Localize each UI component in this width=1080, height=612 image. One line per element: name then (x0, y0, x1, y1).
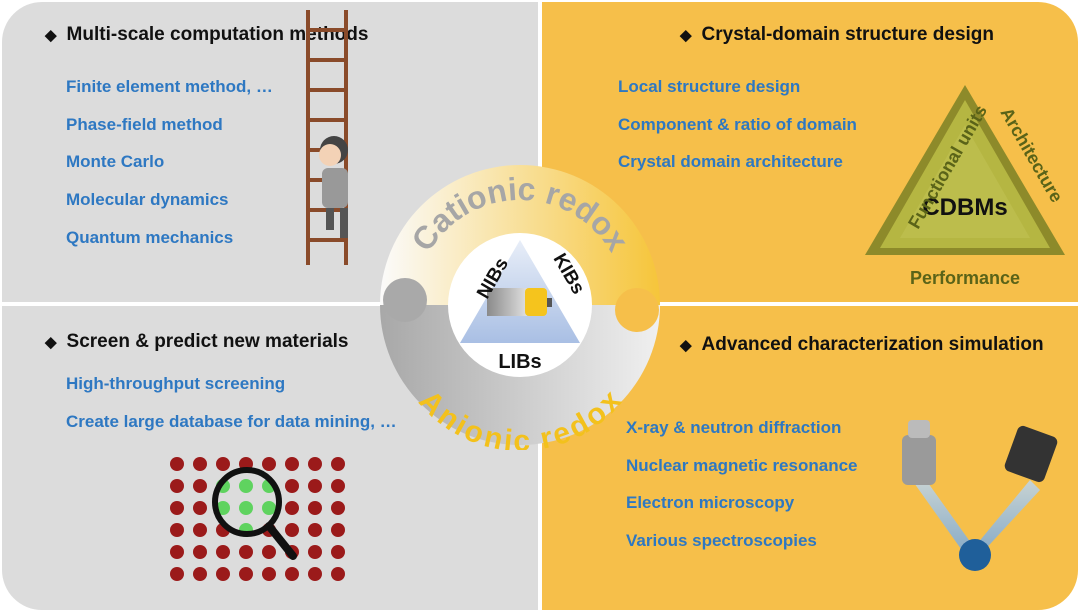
magnifier-lens (212, 467, 282, 537)
triangle-center-label: CDBMs (922, 194, 1007, 221)
material-dot (285, 567, 299, 581)
magnifier-handle (265, 522, 297, 560)
list-item: Phase-field method (66, 115, 223, 134)
material-dot (262, 501, 276, 515)
material-dot (331, 523, 345, 537)
material-dot (285, 457, 299, 471)
bullet-icon: ◆ (45, 27, 57, 44)
material-dot (285, 479, 299, 493)
list-item: Nuclear magnetic resonance (626, 456, 858, 475)
material-dot (170, 523, 184, 537)
list-item: Various spectroscopies (626, 531, 817, 550)
material-dot (170, 457, 184, 471)
material-dot (308, 479, 322, 493)
material-dot (331, 501, 345, 515)
heading-characterization: ◆ Advanced characterization simulation (680, 334, 1044, 356)
material-dot (216, 457, 230, 471)
list-item: Electron microscopy (626, 493, 795, 512)
material-dot (170, 567, 184, 581)
material-dot (308, 457, 322, 471)
material-dot (239, 567, 253, 581)
heading-text: Screen & predict new materials (66, 331, 349, 352)
material-dot (193, 501, 207, 515)
characterization-instrument-icon (902, 420, 1058, 571)
material-dot (216, 545, 230, 559)
list-item: Create large database for data mining, … (66, 412, 397, 431)
list-item: Local structure design (618, 77, 801, 96)
list-item: X-ray & neutron diffraction (626, 418, 842, 437)
cdbms-triangle: CDBMs Functional units Architecture Perf… (865, 85, 1067, 288)
material-dot (331, 479, 345, 493)
list-item: High-throughput screening (66, 374, 286, 393)
material-dot (216, 567, 230, 581)
list-item: Monte Carlo (66, 152, 165, 171)
heading-multiscale: ◆ Multi-scale computation methods (45, 24, 368, 46)
triangle-bottom-label: Performance (910, 268, 1020, 288)
material-dot (331, 457, 345, 471)
material-dot (239, 545, 253, 559)
material-dot (193, 545, 207, 559)
material-dot (331, 545, 345, 559)
material-dot (308, 501, 322, 515)
bullet-icon: ◆ (680, 27, 692, 44)
material-dot (239, 479, 253, 493)
heading-text: Advanced characterization simulation (701, 334, 1044, 355)
material-dot (170, 545, 184, 559)
ladder-climber-icon (306, 10, 348, 265)
list-item: Quantum mechanics (66, 228, 234, 247)
heading-text: Crystal-domain structure design (701, 24, 994, 45)
heading-crystal-domain: ◆ Crystal-domain structure design (680, 24, 994, 46)
material-dot (170, 501, 184, 515)
material-dot (239, 501, 253, 515)
list-item: Crystal domain architecture (618, 152, 843, 171)
material-dot (193, 523, 207, 537)
material-dot (193, 567, 207, 581)
bullet-icon: ◆ (680, 337, 692, 354)
heading-text: Multi-scale computation methods (66, 24, 369, 45)
center-redox-wheel: Cationic redox Anionic redox NIBs KIBs L… (380, 165, 660, 450)
material-dot (193, 479, 207, 493)
material-dot (262, 457, 276, 471)
materials-grid-magnifier-icon (170, 457, 345, 581)
libs-label: LIBs (498, 351, 541, 373)
list-item: Molecular dynamics (66, 190, 229, 209)
material-dot (308, 567, 322, 581)
material-dot (285, 501, 299, 515)
material-dot (262, 567, 276, 581)
material-dot (262, 545, 276, 559)
list-item: Finite element method, … (66, 77, 273, 96)
material-dot (193, 457, 207, 471)
material-dot (170, 479, 184, 493)
material-dot (308, 523, 322, 537)
bullet-icon: ◆ (45, 334, 57, 351)
material-dot (285, 523, 299, 537)
material-dot (331, 567, 345, 581)
heading-screen-predict: ◆ Screen & predict new materials (45, 331, 349, 353)
list-item: Component & ratio of domain (618, 115, 857, 134)
material-dot (308, 545, 322, 559)
